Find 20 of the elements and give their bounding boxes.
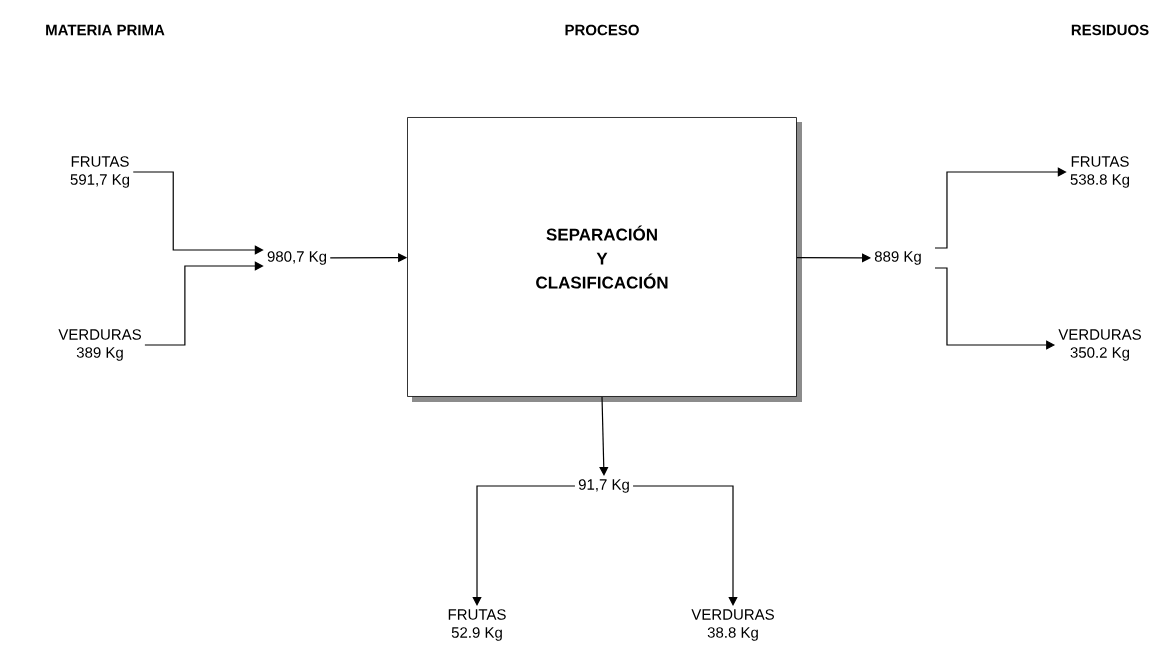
- arrow: [599, 396, 609, 476]
- column-heading: PROCESO: [565, 24, 639, 36]
- arrow: [796, 253, 871, 263]
- arrow: [132, 171, 264, 255]
- flow-quantity: FRUTAS 591,7 Kg: [70, 156, 130, 188]
- flow-quantity: FRUTAS 52.9 Kg: [448, 609, 506, 641]
- column-heading: RESIDUOS: [1071, 24, 1149, 36]
- flow-quantity: FRUTAS 538.8 Kg: [1070, 156, 1130, 188]
- flow-quantity: 889 Kg: [874, 251, 921, 265]
- flow-quantity: 91,7 Kg: [578, 479, 629, 493]
- flow-quantity: VERDURAS 389 Kg: [58, 329, 141, 361]
- flow-quantity: VERDURAS 350.2 Kg: [1058, 329, 1141, 361]
- arrow: [472, 485, 576, 606]
- column-heading: MATERIA PRIMA: [46, 24, 165, 36]
- arrow: [144, 261, 264, 346]
- process-box: SEPARACIÓN Y CLASIFICACIÓN: [407, 117, 802, 402]
- flow-quantity: VERDURAS 38.8 Kg: [691, 609, 774, 641]
- arrow: [934, 167, 1067, 249]
- flow-quantity: 980,7 Kg: [267, 251, 327, 265]
- arrow: [632, 485, 738, 606]
